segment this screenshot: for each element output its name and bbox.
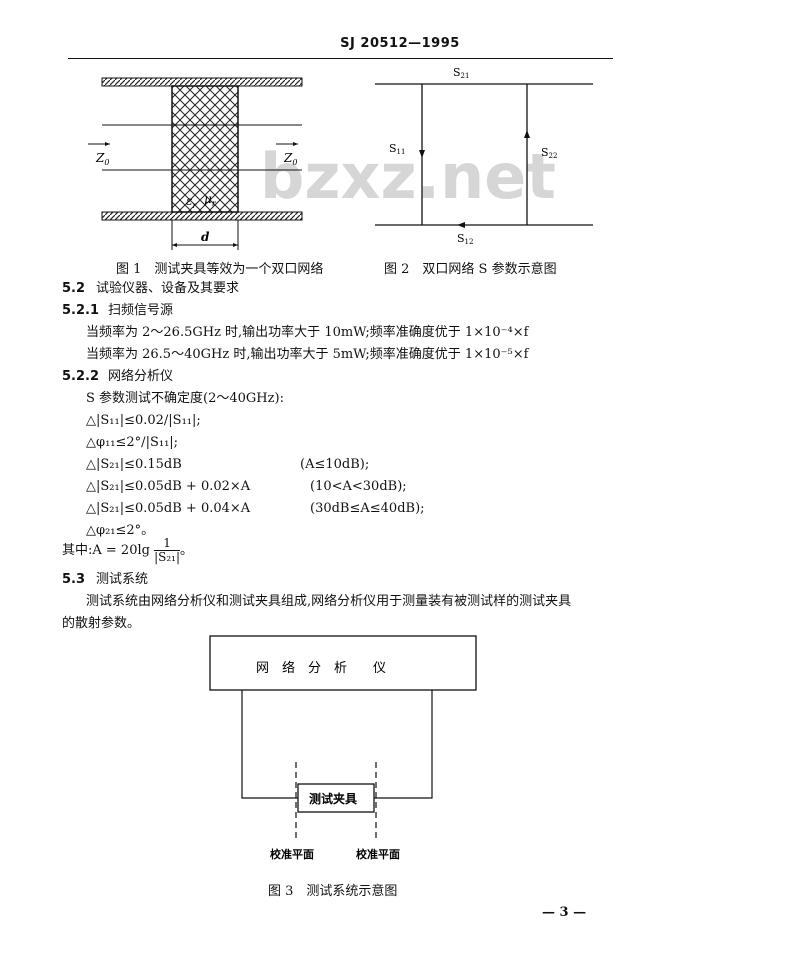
signal-source-line-2: 当频率为 26.5～40GHz 时,输出功率大于 5mW;频率准确度优于 1×1… (86, 347, 529, 362)
network-analyzer-intro: S 参数测试不确定度(2～40GHz): (86, 391, 284, 406)
s22-arrow (524, 130, 530, 138)
network-analyzer-label: 网 络 分 析 仪 (256, 660, 386, 676)
thickness-label: d (201, 230, 210, 244)
material-sample-block (171, 85, 239, 213)
section-5-2-title: 试验仪器、设备及其要求 (96, 281, 240, 296)
svg-text:Z0: Z0 (95, 151, 109, 167)
figure-3-test-system-diagram: 网 络 分 析 仪 测试夹具 校准平面 校准平面 (209, 635, 477, 861)
figure-3-caption: 图 3 测试系统示意图 (268, 884, 398, 899)
test-system-line-2: 的散射参数。 (62, 616, 141, 631)
top-conductor-wall (101, 77, 303, 87)
figure-2-s-parameter-diagram: S21 S11 S22 S12 (375, 66, 593, 246)
svg-text:S11: S11 (389, 142, 405, 156)
section-5-2-2-number: 5.2.2 (62, 369, 100, 384)
requirement-5: △|S₂₁|≤0.05dB + 0.04×A (86, 501, 251, 516)
test-system-line-1: 测试系统由网络分析仪和测试夹具组成,网络分析仪用于测量装有被测试样的测试夹具 (86, 594, 572, 609)
section-5-2-2-title: 网络分析仪 (108, 369, 174, 384)
section-5-3-number: 5.3 (62, 572, 86, 587)
requirement-2: △φ₁₁≤2°/|S₁₁|; (86, 435, 179, 450)
section-5-3-title: 测试系统 (96, 572, 149, 587)
requirement-4-condition: (10<A<30dB); (310, 479, 407, 494)
where-formula: 其中:A = 20lg 1 |S₂₁| 。 (62, 536, 194, 564)
plane-left-label: 校准平面 (270, 847, 314, 861)
requirement-3: △|S₂₁|≤0.15dB (86, 457, 182, 472)
requirement-4: △|S₂₁|≤0.05dB + 0.02×A (86, 479, 251, 494)
header-rule (68, 58, 613, 59)
formula-fraction: 1 |S₂₁| (154, 536, 181, 564)
section-5-2-1-title: 扫频信号源 (108, 303, 174, 318)
page-number: — 3 — (542, 905, 587, 920)
svg-text:εr: εr (186, 194, 197, 210)
document-code-header: SJ 20512—1995 (340, 36, 460, 51)
network-analyzer-box (209, 635, 477, 691)
plane-right-label: 校准平面 (356, 847, 400, 861)
section-5-2-1-number: 5.2.1 (62, 303, 100, 318)
svg-text:S12: S12 (457, 232, 473, 246)
requirement-1: △|S₁₁|≤0.02/|S₁₁|; (86, 413, 201, 428)
figure-2-caption: 图 2 双口网络 S 参数示意图 (384, 262, 557, 277)
signal-source-line-1: 当频率为 2～26.5GHz 时,输出功率大于 10mW;频率准确度优于 1×1… (86, 325, 529, 340)
section-5-2-number: 5.2 (62, 281, 86, 296)
bottom-conductor-wall (101, 211, 303, 221)
figure-1-two-port-fixture: Z0 Z0 εr μr d (88, 77, 303, 250)
figure-1-caption: 图 1 测试夹具等效为一个双口网络 (116, 262, 324, 277)
watermark: bzxz.net (260, 140, 556, 213)
requirement-3-condition: (A≤10dB); (300, 457, 370, 472)
svg-text:S22: S22 (541, 146, 557, 160)
test-fixture-label: 测试夹具 (309, 791, 357, 806)
s12-arrow (457, 222, 465, 228)
svg-text:μr: μr (204, 192, 217, 208)
test-fixture-box (297, 783, 375, 813)
requirement-6: △φ₂₁≤2°。 (86, 523, 155, 538)
requirement-5-condition: (30dB≤A≤40dB); (310, 501, 425, 516)
svg-text:Z0: Z0 (283, 151, 297, 167)
svg-text:S21: S21 (453, 66, 469, 80)
s11-arrow (419, 150, 425, 158)
